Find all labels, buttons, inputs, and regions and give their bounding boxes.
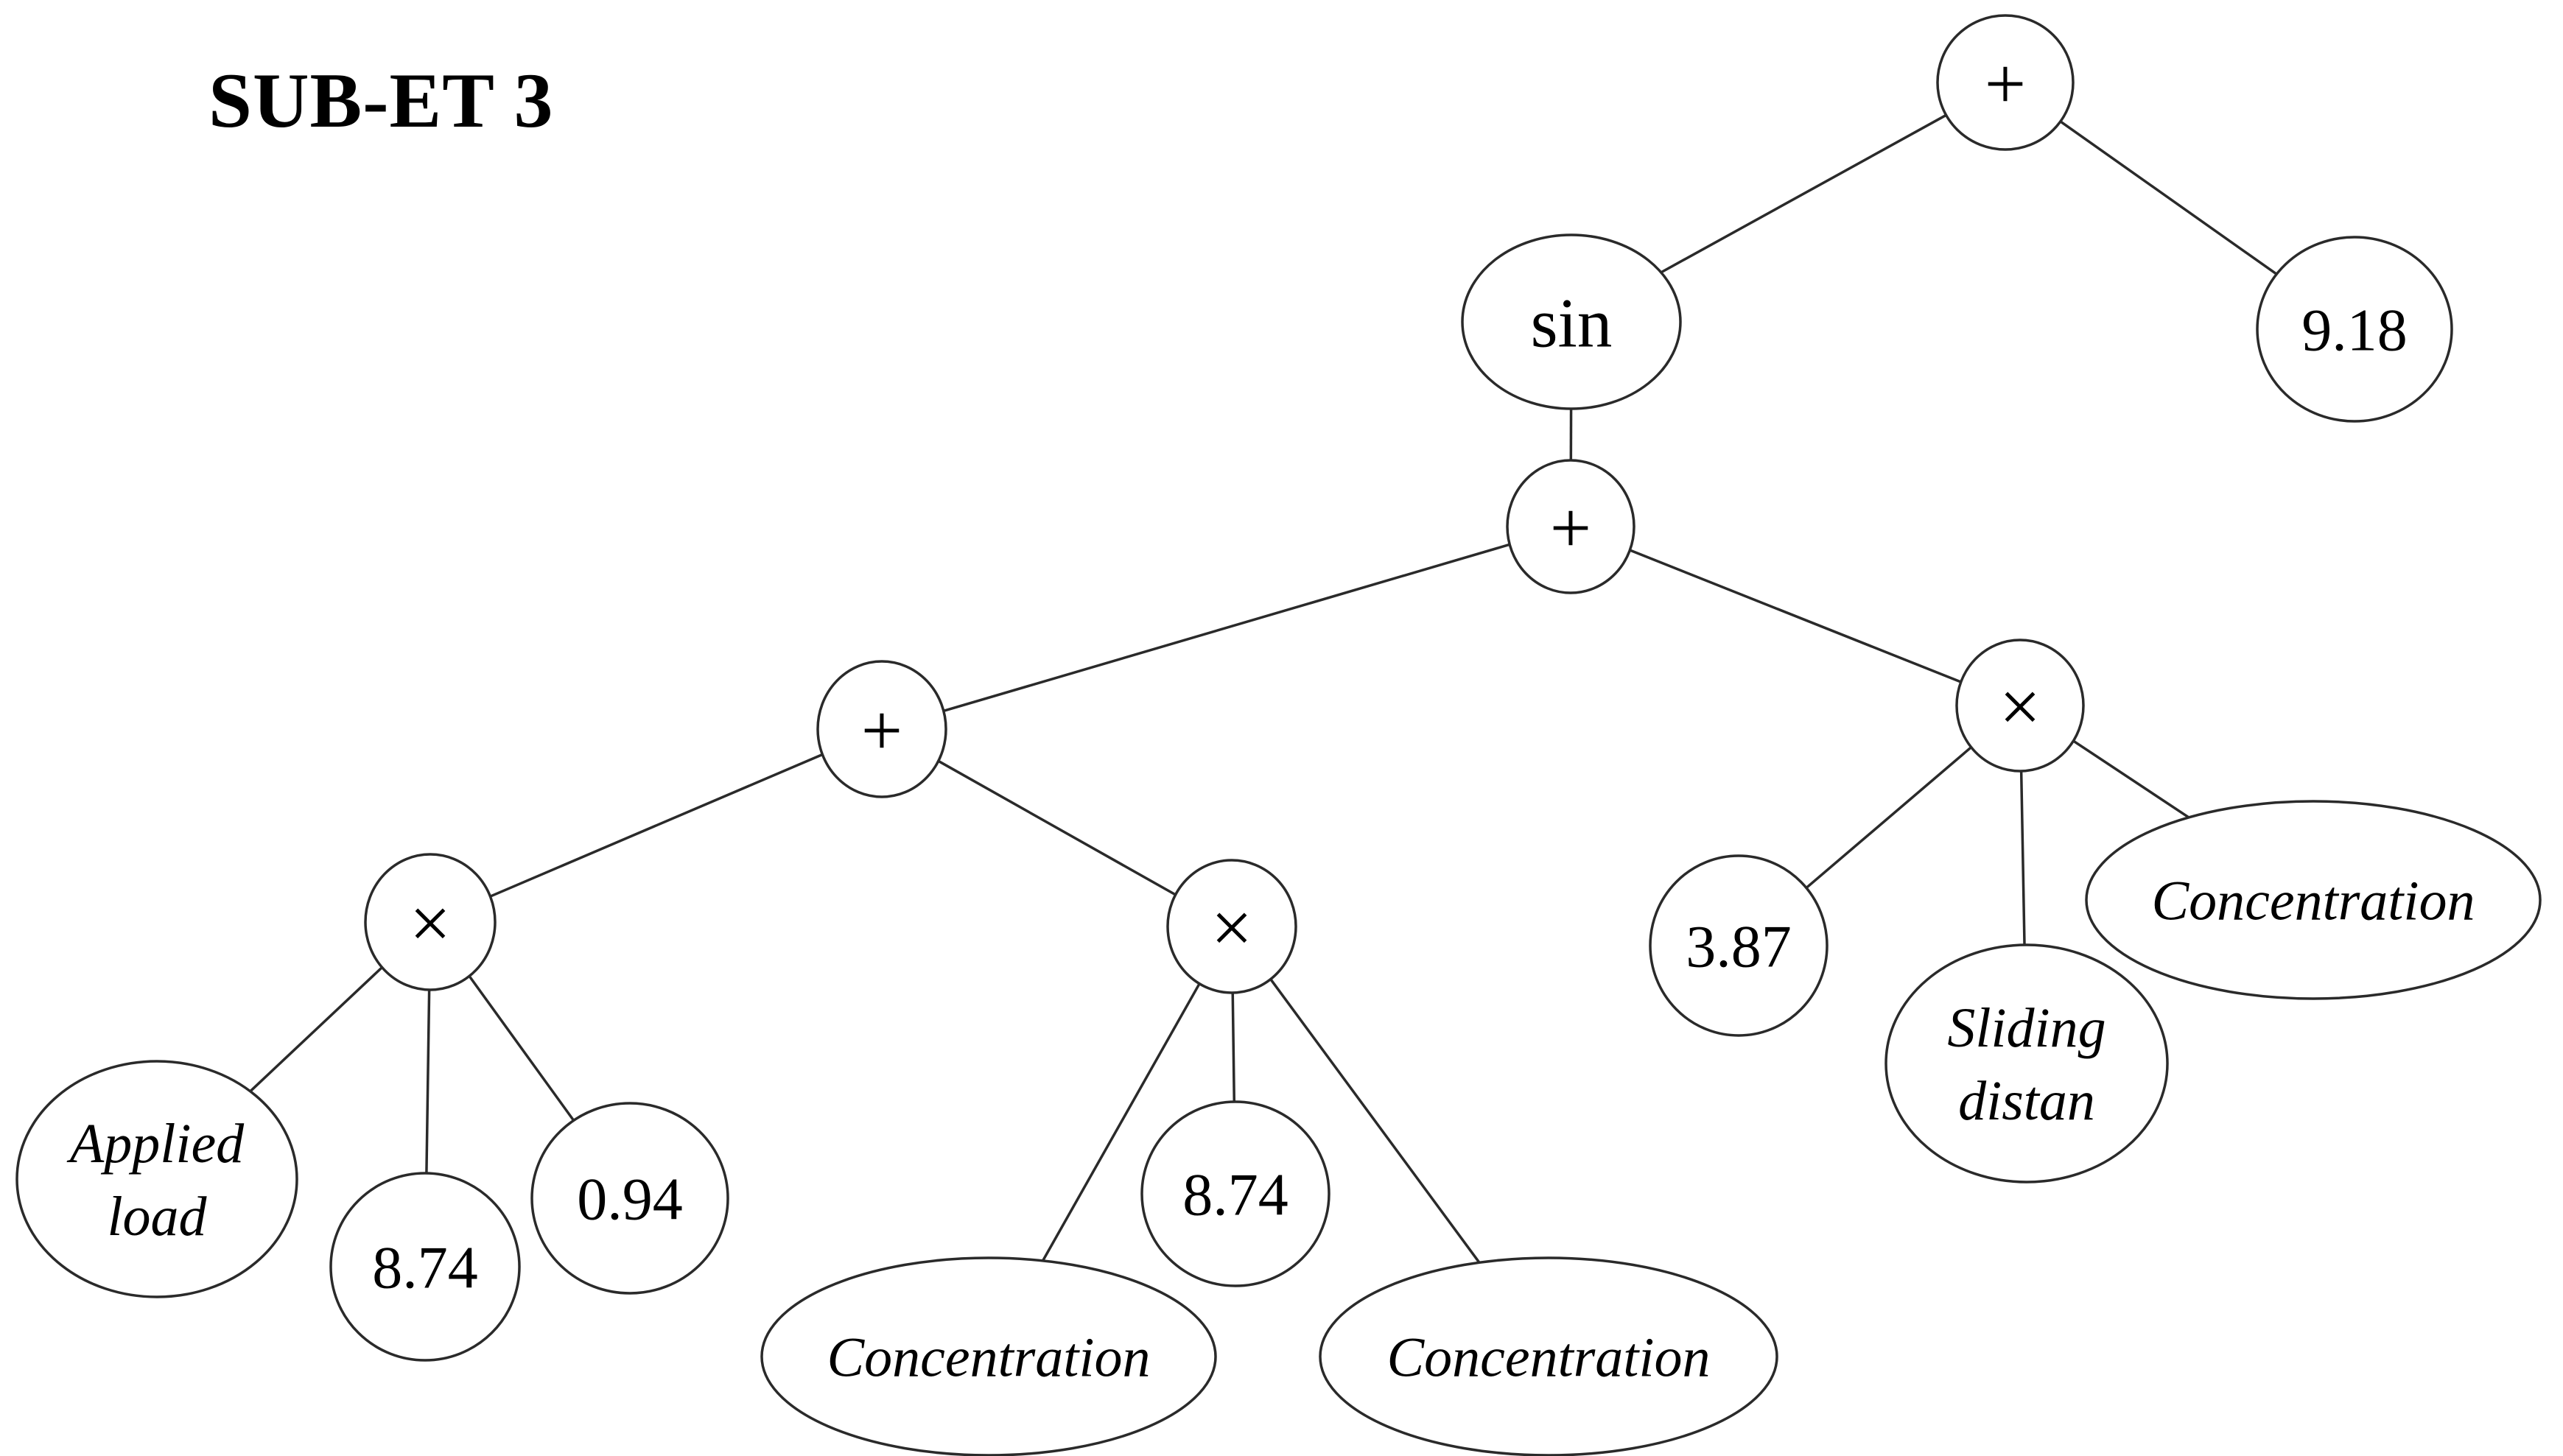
- node-ellipse: [1955, 639, 2085, 773]
- tree-edge-times-right-to-sliding-distan: [2019, 770, 2026, 946]
- tree-node-plus-left: +: [816, 660, 947, 798]
- node-ellipse: [1936, 14, 2075, 151]
- tree-edge-times-left-to-const-8-74-a: [425, 989, 431, 1174]
- node-label: ×: [410, 882, 451, 964]
- tree-edge-plus-mid-to-plus-left: [943, 543, 1510, 713]
- node-label: 9.18: [2301, 297, 2408, 364]
- node-ellipse: [329, 1172, 521, 1362]
- tree-node-const-9-18: 9.18: [2256, 236, 2453, 423]
- node-label: Concentration: [827, 1327, 1150, 1389]
- node-ellipse: [1649, 854, 1829, 1037]
- node-label: +: [1550, 487, 1591, 569]
- tree-edge-times-left-to-const-0-94: [468, 975, 575, 1122]
- node-label: +: [861, 689, 902, 771]
- tree-node-concentration-b: Concentration: [1319, 1256, 1778, 1456]
- tree-edges-layer: [249, 113, 2278, 1264]
- node-ellipse: [15, 1060, 298, 1298]
- node-label: 8.74: [372, 1234, 478, 1301]
- tree-edge-times-mid-to-concentration-b: [1269, 978, 1481, 1264]
- tree-node-const-8-74-b: 8.74: [1140, 1100, 1330, 1287]
- node-label: 3.87: [1686, 913, 1792, 980]
- node-ellipse: [1319, 1256, 1778, 1456]
- tree-node-plus-root: +: [1936, 14, 2075, 151]
- node-ellipse: [816, 660, 947, 798]
- tree-edge-times-mid-to-const-8-74-b: [1231, 992, 1236, 1102]
- tree-node-concentration-c: Concentration: [2085, 800, 2542, 1000]
- node-label: +: [1985, 43, 2026, 124]
- node-ellipse: [530, 1102, 729, 1295]
- tree-edge-plus-root-to-sin: [1660, 113, 1947, 274]
- tree-edge-times-right-to-const-3-87: [1805, 746, 1972, 889]
- tree-edge-plus-root-to-const-9-18: [2059, 120, 2278, 275]
- node-label: 0.94: [577, 1166, 683, 1233]
- node-label: 8.74: [1182, 1161, 1288, 1228]
- node-ellipse: [2085, 800, 2542, 1000]
- node-label: ×: [1999, 666, 2041, 748]
- node-label: sin: [1531, 284, 1613, 362]
- tree-node-const-8-74-a: 8.74: [329, 1172, 521, 1362]
- node-ellipse: [760, 1256, 1217, 1456]
- tree-node-const-0-94: 0.94: [530, 1102, 729, 1295]
- node-ellipse: [364, 853, 497, 991]
- node-ellipse: [1884, 943, 2169, 1184]
- tree-edge-times-left-to-applied-load: [249, 966, 383, 1093]
- tree-edge-plus-left-to-times-mid: [937, 759, 1177, 896]
- node-label: ×: [1211, 887, 1252, 968]
- node-ellipse: [1140, 1100, 1330, 1287]
- tree-node-times-mid: ×: [1166, 859, 1297, 994]
- tree-node-concentration-a: Concentration: [760, 1256, 1217, 1456]
- node-ellipse: [1166, 859, 1297, 994]
- node-ellipse: [1506, 459, 1635, 594]
- tree-node-sin: sin: [1461, 233, 1682, 410]
- tree-edge-plus-mid-to-times-right: [1629, 549, 1962, 683]
- tree-node-times-right: ×: [1955, 639, 2085, 773]
- node-label: Concentration: [2151, 871, 2475, 932]
- tree-node-times-left: ×: [364, 853, 497, 991]
- tree-node-plus-mid: +: [1506, 459, 1635, 594]
- diagram-title: SUB-ET 3: [208, 57, 554, 144]
- tree-edge-times-mid-to-concentration-a: [1042, 982, 1201, 1262]
- node-ellipse: [2256, 236, 2453, 423]
- tree-edge-times-right-to-concentration-c: [2072, 739, 2190, 819]
- tree-edge-plus-left-to-times-left: [489, 753, 824, 898]
- tree-node-const-3-87: 3.87: [1649, 854, 1829, 1037]
- node-ellipse: [1461, 233, 1682, 410]
- node-label: Concentration: [1386, 1327, 1710, 1389]
